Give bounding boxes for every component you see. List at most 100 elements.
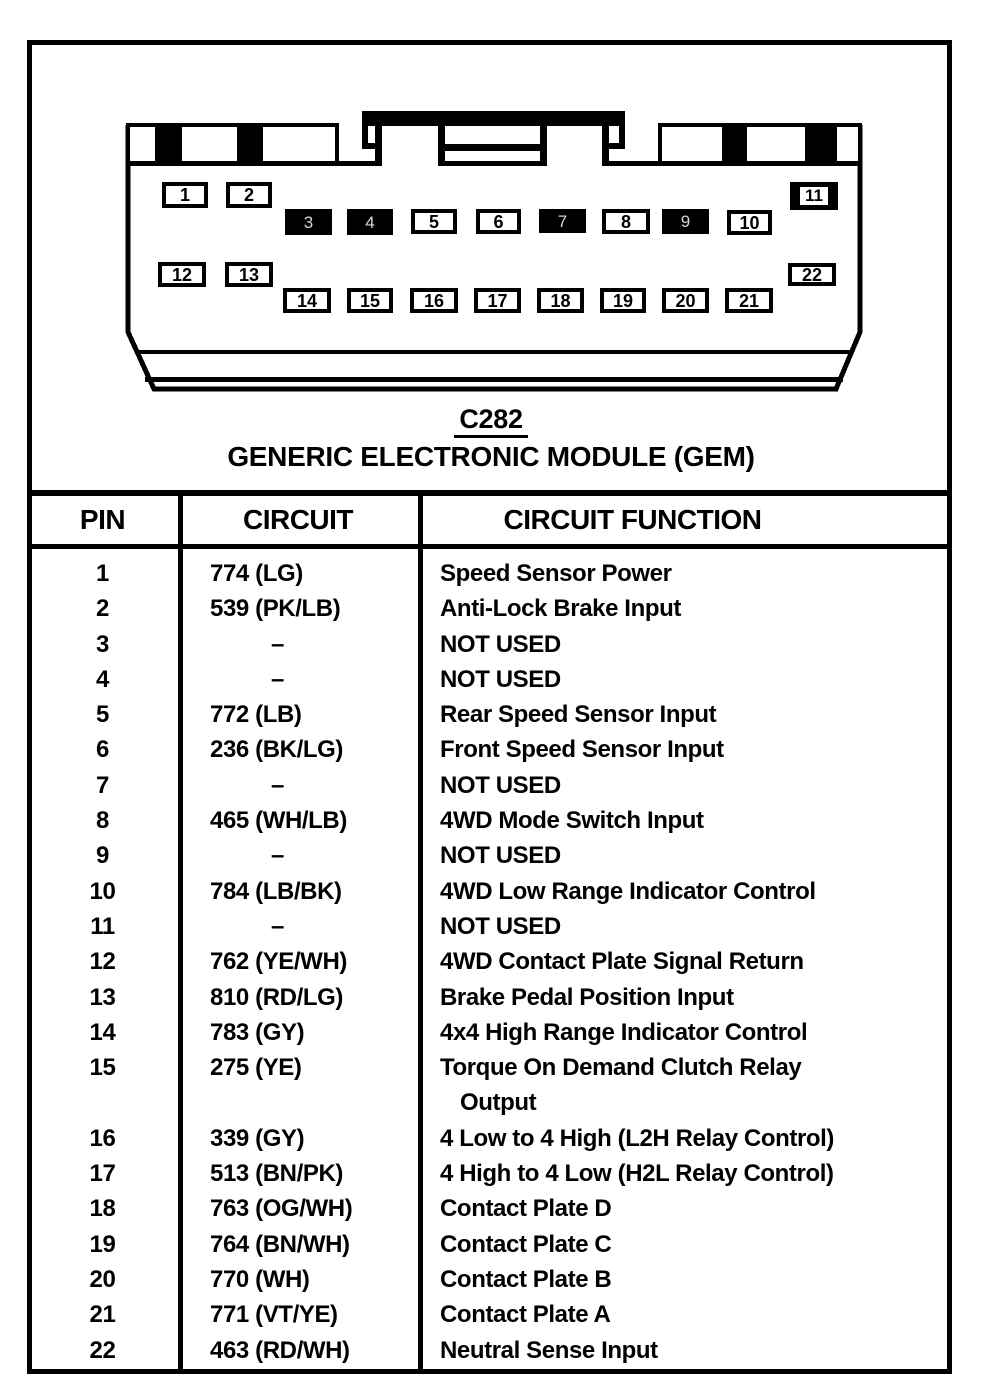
connector-body-outline [125, 125, 863, 392]
circuit-function: Neutral Sense Input [440, 1336, 658, 1364]
table-column-divider-1 [178, 490, 183, 1374]
circuit-number: – [271, 665, 284, 693]
table-header-separator [27, 544, 952, 549]
circuit-function: 4x4 High Range Indicator Control [440, 1018, 808, 1046]
pin-number: 3 [96, 630, 109, 658]
connector-pin-2: 2 [226, 182, 272, 208]
circuit-number: – [271, 912, 284, 940]
circuit-number: 774 (LG) [210, 560, 303, 587]
circuit-function: Contact Plate D [440, 1195, 612, 1223]
connector-pin-15: 15 [347, 288, 393, 313]
circuit-number: 762 (YE/WH) [210, 948, 347, 976]
circuit-function: 4WD Mode Switch Input [440, 807, 704, 835]
pin-number: 12 [89, 948, 116, 976]
circuit-number: 463 (RD/WH) [210, 1336, 350, 1364]
circuit-number: 764 (BN/WH) [210, 1230, 350, 1258]
circuit-function: NOT USED [440, 665, 561, 693]
circuit-function: Front Speed Sensor Input [440, 736, 724, 764]
connector-label: C282 [0, 404, 982, 438]
connector-pin-19: 19 [600, 288, 646, 313]
connector-pin-14: 14 [283, 288, 331, 313]
table-row: 4–NOT USED [27, 662, 952, 697]
table-top-border [27, 490, 952, 496]
pin-number: 6 [96, 736, 109, 764]
header-circuit: CIRCUIT [242, 504, 354, 535]
circuit-number: 810 (RD/LG) [210, 983, 343, 1011]
circuit-number: 236 (BK/LG) [210, 736, 343, 764]
circuit-function: Speed Sensor Power [440, 560, 672, 587]
circuit-number: – [271, 630, 284, 658]
table-row: 18 763 (OG/WH) Contact Plate D [27, 1191, 952, 1226]
connector-pin-16: 16 [410, 288, 458, 313]
header-pin: PIN [79, 504, 126, 535]
latch-tab [362, 111, 625, 166]
pin-number: 20 [89, 1265, 116, 1293]
connector-title: GENERIC ELECTRONIC MODULE (GEM) [227, 441, 755, 472]
pin-number: 21 [89, 1301, 116, 1329]
table-row: 16 339 (GY) 4 Low to 4 High (L2H Relay Con… [27, 1121, 952, 1156]
table-column-divider-2 [418, 490, 423, 1374]
connector-drawing [125, 111, 863, 392]
circuit-function: 4 Low to 4 High (L2H Relay Control) [440, 1124, 835, 1152]
circuit-function: Contact Plate A [440, 1301, 611, 1329]
circuit-function: NOT USED [440, 771, 561, 799]
connector-pin-7: 7 [539, 209, 586, 233]
table-row: 3–NOT USED [27, 627, 952, 662]
circuit-number: 770 (WH) [210, 1265, 310, 1293]
table-row: 6 236 (BK/LG) Front Speed Sensor Input [27, 732, 952, 767]
circuit-function: 4WD Low Range Indicator Control [440, 877, 816, 905]
connector-pin-9: 9 [662, 209, 709, 234]
connector-pin-10: 10 [727, 210, 772, 235]
connector-pin-5: 5 [411, 209, 457, 234]
table-row: 1 774 (LG) Speed Sensor Power [27, 556, 952, 591]
circuit-number: 339 (GY) [210, 1124, 305, 1152]
circuit-function: NOT USED [440, 842, 561, 870]
pin-number: 10 [89, 877, 116, 905]
table-row: 9 – NOT USED [27, 838, 952, 873]
connector-pin-20: 20 [662, 288, 709, 313]
pin-number: 22 [89, 1336, 116, 1364]
circuit-function: NOT USED [440, 912, 561, 940]
circuit-number: 275 (YE) [210, 1054, 302, 1082]
circuit-number: 539 (PK/LB) [210, 595, 341, 623]
pin-number: 15 [89, 1054, 116, 1082]
header-circuit-function: CIRCUIT FUNCTION [503, 504, 762, 535]
pin-number: 1 [96, 560, 109, 587]
circuit-number: 513 (BN/PK) [210, 1160, 343, 1188]
connector-pin-3: 3 [285, 209, 332, 235]
circuit-number: 763 (OG/WH) [210, 1195, 353, 1223]
table-row: 17 513 (BN/PK) 4 High to 4 Low (H2L Relay … [27, 1156, 952, 1191]
pin-number: 16 [89, 1124, 116, 1152]
table-header: PIN CIRCUIT CIRCUIT FUNCTION [27, 496, 952, 544]
circuit-function: Rear Speed Sensor Input [440, 701, 717, 729]
circuit-number: – [271, 771, 284, 799]
pin-number: 17 [89, 1160, 116, 1188]
table-row: 22 463 (RD/WH) Neutral Sense Input [27, 1333, 952, 1368]
connector-pin-4: 4 [347, 209, 393, 235]
circuit-function: 4 High to 4 Low (H2L Relay Control) [440, 1160, 834, 1188]
connector-pin-1: 1 [162, 182, 208, 208]
table-row: 7–NOT USED [27, 768, 952, 803]
circuit-number: – [271, 842, 284, 870]
pin-number: 18 [89, 1195, 116, 1223]
pin-number: 9 [96, 842, 109, 870]
connector-pin-13: 13 [225, 262, 273, 287]
connector-pin-18: 18 [537, 288, 584, 313]
connector-pin-17: 17 [474, 288, 521, 313]
pin-number: 14 [89, 1018, 116, 1046]
pin-number: 8 [96, 807, 109, 835]
table-row: 11–NOT USED [27, 909, 952, 944]
circuit-number: 772 (LB) [210, 701, 302, 729]
